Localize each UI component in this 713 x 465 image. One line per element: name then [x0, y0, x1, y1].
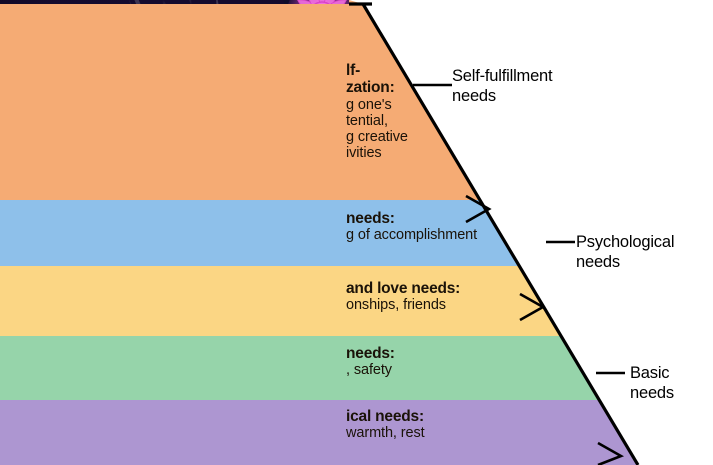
pyramid-tier-safety: [0, 336, 600, 400]
group-label-psychological: Psychological needs: [576, 232, 674, 272]
pyramid-tier-self-actualization: [0, 4, 480, 200]
tier-subtext-line-2: tential,: [346, 112, 388, 129]
tier-subtext: onships, friends: [346, 297, 446, 314]
apex-tier-left-fill: [349, 0, 363, 200]
group-label-line-1: Psychological: [576, 233, 675, 251]
tier-heading-line-2: zation:: [346, 79, 395, 97]
group-label-line-1: Self-fulfillment: [452, 67, 553, 85]
tier-label-belongingness-love: and love needs: onships, friends: [346, 280, 460, 314]
pyramid-tier-esteem: [0, 200, 520, 266]
bracket-psychological-top: [465, 194, 492, 224]
tier-heading-line-1: lf-: [346, 62, 361, 79]
bracket-psychological-mid: [519, 292, 546, 322]
group-label-line-2: needs: [452, 87, 496, 106]
tier-subtext-line-4: ivities: [346, 145, 382, 162]
tier-subtext-line-1: g one's: [346, 96, 392, 113]
tier-label-physiological: ical needs: warmth, rest: [346, 408, 425, 442]
pyramid-tier-belongingness-love: [0, 266, 562, 336]
tier-subtext-line-3: g creative: [346, 129, 408, 146]
tier-heading: needs:: [346, 210, 395, 227]
tier-label-safety: needs: , safety: [346, 345, 395, 379]
tier-heading: and love needs:: [346, 280, 461, 297]
tier-heading: needs:: [346, 345, 395, 362]
group-label-line-1: Basic: [630, 364, 670, 382]
tier-subtext: warmth, rest: [346, 425, 425, 442]
tier-label-esteem: needs: g of accomplishment: [346, 210, 477, 244]
tier-heading: ical needs:: [346, 408, 424, 425]
group-label-basic: Basic needs: [630, 363, 674, 403]
bracket-basic-bottom: [597, 441, 625, 465]
pyramid-tier-physiological: [0, 400, 638, 465]
tier-subtext: , safety: [346, 362, 392, 379]
tier-subtext: g of accomplishment: [346, 227, 478, 244]
slope-mask: [363, 4, 713, 465]
group-label-line-2: needs: [576, 253, 620, 272]
tier-label-self-actualization: lf- zation: g one's tential, g creative …: [346, 62, 408, 162]
group-label-line-2: needs: [630, 384, 674, 403]
group-label-self-fulfillment: Self-fulfillment needs: [452, 66, 553, 106]
apex-left-slope-region: [0, 0, 363, 200]
